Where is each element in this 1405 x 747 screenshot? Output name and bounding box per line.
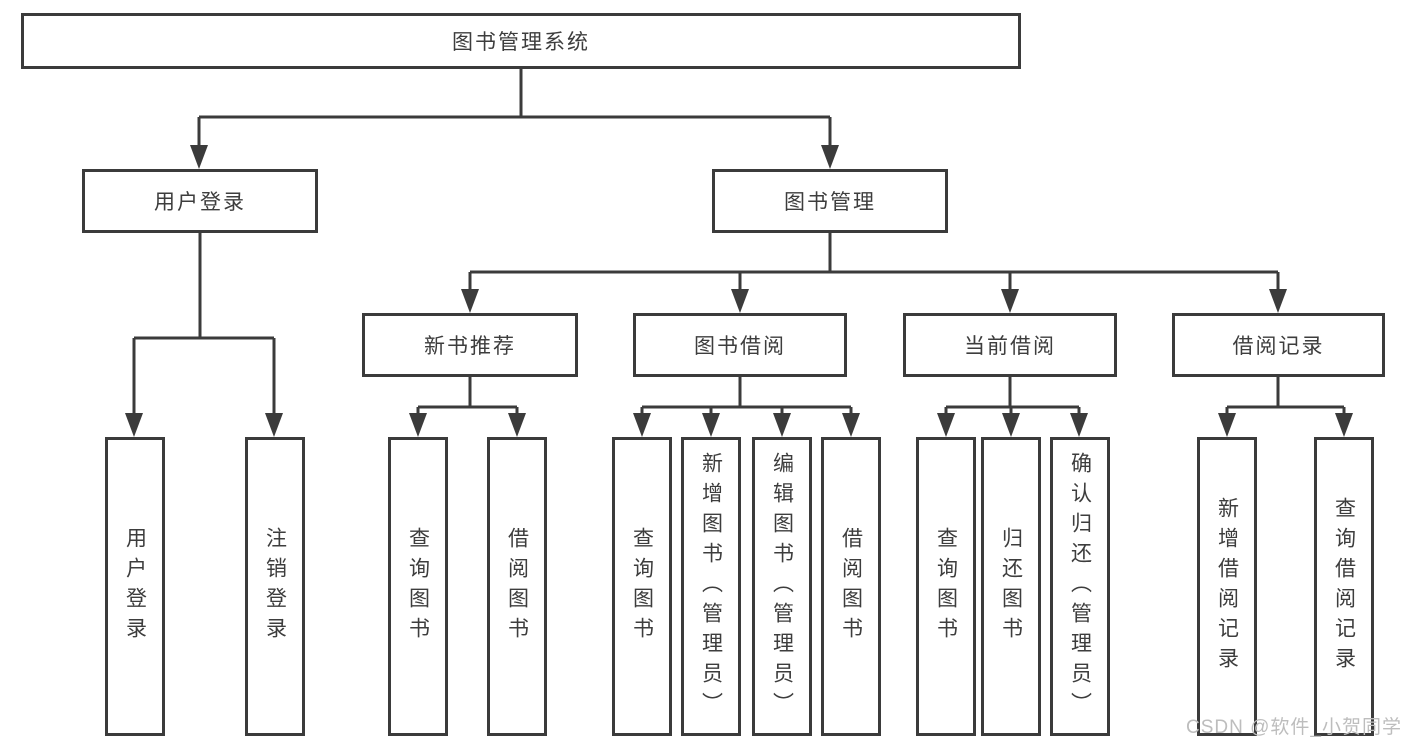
leaf-query-books-3-label: 查询图书 (934, 526, 958, 647)
connector-root-to-branches (197, 69, 832, 147)
leaf-logout-label: 注销登录 (263, 526, 287, 647)
node-book-borrow: 图书借阅 (633, 313, 847, 377)
leaf-add-book-admin: 新增图书（管理员） (681, 437, 741, 736)
leaf-borrow-books-1: 借阅图书 (487, 437, 547, 736)
arrowheads-book-borrow-children (633, 413, 860, 437)
node-root: 图书管理系统 (21, 13, 1021, 69)
leaf-edit-book-admin: 编辑图书（管理员） (752, 437, 812, 736)
leaf-return-book-label: 归还图书 (999, 526, 1023, 647)
leaf-add-borrow-record-label: 新增借阅记录 (1215, 496, 1239, 677)
node-new-book-recommend: 新书推荐 (362, 313, 578, 377)
leaf-query-books-1-label: 查询图书 (406, 526, 430, 647)
leaf-add-book-admin-label: 新增图书（管理员） (699, 451, 723, 722)
node-book-management: 图书管理 (712, 169, 948, 233)
leaf-edit-book-admin-label: 编辑图书（管理员） (770, 451, 794, 722)
leaf-logout: 注销登录 (245, 437, 305, 736)
arrowheads-new-book-children (409, 413, 526, 437)
leaf-confirm-return-admin-label: 确认归还（管理员） (1068, 451, 1092, 722)
connector-borrow-record-children (1225, 377, 1346, 415)
node-borrow-records: 借阅记录 (1172, 313, 1385, 377)
arrowheads-borrow-record-children (1218, 413, 1353, 437)
leaf-user-login-label: 用户登录 (123, 526, 147, 647)
connector-new-book-children (416, 377, 519, 415)
connector-book-borrow-children (640, 377, 853, 415)
connector-book-management-children (468, 233, 1280, 291)
leaf-query-borrow-record: 查询借阅记录 (1314, 437, 1374, 736)
leaf-query-borrow-record-label: 查询借阅记录 (1332, 496, 1356, 677)
leaf-query-books-2-label: 查询图书 (630, 526, 654, 647)
connector-current-borrow-children (944, 377, 1081, 415)
node-user-login: 用户登录 (82, 169, 318, 233)
leaf-query-books-3: 查询图书 (916, 437, 976, 736)
leaf-borrow-books-1-label: 借阅图书 (505, 526, 529, 647)
arrowheads-root-to-branches (190, 145, 839, 169)
leaf-return-book: 归还图书 (981, 437, 1041, 736)
leaf-query-books-2: 查询图书 (612, 437, 672, 736)
arrowheads-user-login-children (125, 413, 283, 437)
arrowheads-current-borrow-children (937, 413, 1088, 437)
connector-user-login-children (132, 233, 276, 415)
leaf-borrow-books-2-label: 借阅图书 (839, 526, 863, 647)
leaf-borrow-books-2: 借阅图书 (821, 437, 881, 736)
leaf-user-login: 用户登录 (105, 437, 165, 736)
leaf-confirm-return-admin: 确认归还（管理员） (1050, 437, 1110, 736)
node-current-borrow: 当前借阅 (903, 313, 1117, 377)
arrowheads-book-management-children (461, 289, 1287, 313)
leaf-add-borrow-record: 新增借阅记录 (1197, 437, 1257, 736)
leaf-query-books-1: 查询图书 (388, 437, 448, 736)
csdn-watermark: CSDN @软件_小贺同学 (1186, 717, 1402, 738)
